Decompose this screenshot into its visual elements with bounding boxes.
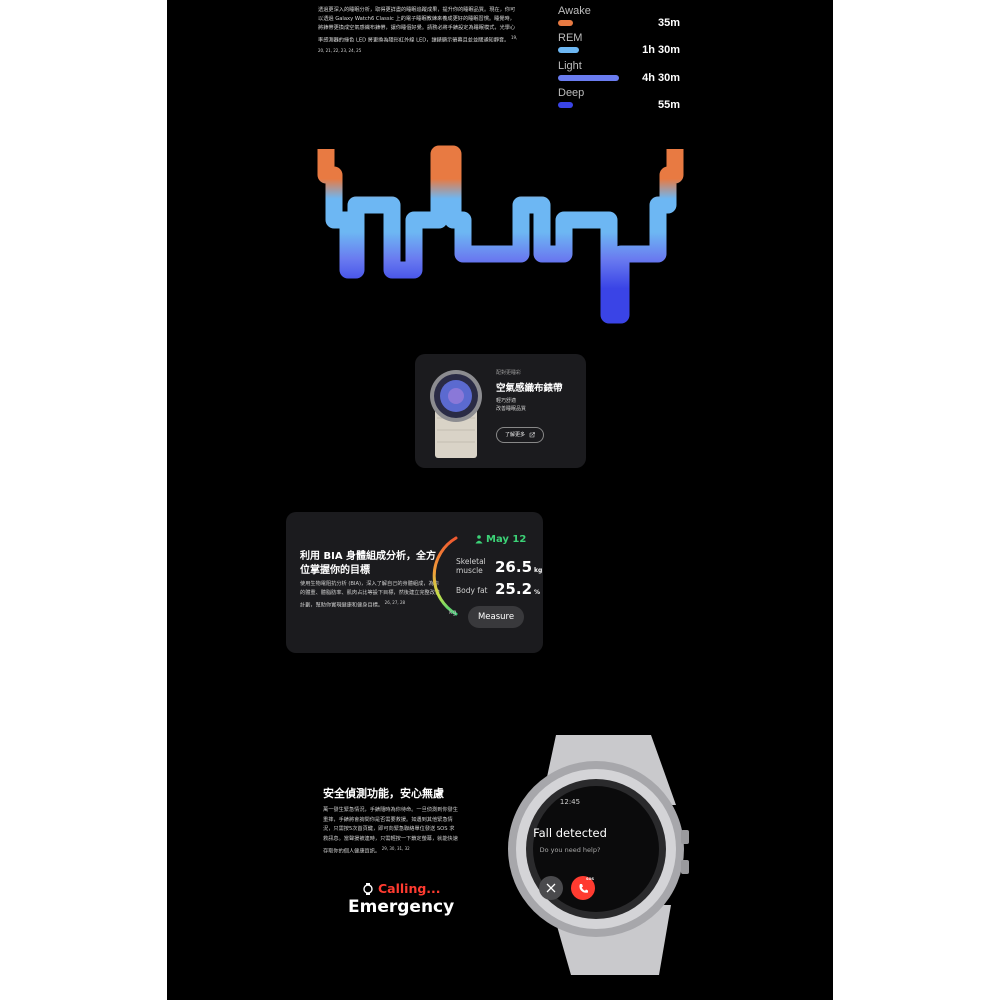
stage-bar: [558, 20, 573, 26]
learn-more-label: 了解更多: [505, 432, 526, 438]
watch-time: 12:45: [559, 798, 581, 806]
stage-rem: REM 1h 30m: [558, 32, 680, 56]
stage-bar: [558, 75, 619, 81]
stage-label: Awake: [558, 5, 591, 17]
stage-label: Deep: [558, 87, 585, 99]
measurement-date: May 12: [475, 534, 526, 545]
phone-icon: [578, 883, 588, 893]
stage-light: Light 4h 30m: [558, 60, 680, 84]
measure-button[interactable]: Measure: [468, 606, 524, 628]
metric-label-line: Body fat: [456, 586, 488, 595]
skeletal-muscle-label: Skeletal muscle: [456, 557, 486, 575]
sleep-footnotes: 19, 20, 21, 22, 23, 24, 25: [318, 35, 518, 53]
metric-value: 25.2: [495, 580, 533, 598]
stage-bar: [558, 102, 573, 108]
stage-deep: Deep 55m: [558, 87, 680, 111]
safety-footnotes: 29, 30, 31, 32: [381, 846, 410, 851]
sos-tag: SOS: [585, 877, 594, 881]
bia-title: 利用 BIA 身體組成分析，全方位掌握你的目標: [300, 551, 437, 576]
body-fat-label: Body fat: [456, 586, 488, 595]
safety-description-text: 萬一發生緊急情況，手錶隨時為你待命。一旦偵測到你發生重摔，手錶將會詢問你是否需要…: [323, 807, 458, 855]
sos-call-button[interactable]: SOS: [571, 876, 595, 900]
external-link-icon: [529, 432, 535, 438]
stage-label: REM: [558, 32, 583, 44]
card-subtitle: 輕巧舒適 改善睡眠品質: [496, 397, 576, 413]
bia-description: 使用生物電阻抗分析 (BIA)，深入了解自己的身體組成，為你的體重、體脂肪率、肌…: [300, 580, 442, 611]
arc-unit: kg: [449, 609, 457, 616]
stage-duration: 4h 30m: [642, 72, 680, 84]
product-page: 透過更深入的睡眠分析，取得更詳盡的睡眠追蹤成果，提升你的睡眠品質。現在，你可以透…: [167, 0, 833, 1000]
stage-label: Light: [558, 60, 582, 72]
safety-description: 萬一發生緊急情況，手錶隨時為你待命。一旦偵測到你發生重摔，手錶將會詢問你是否需要…: [323, 806, 459, 857]
hypnogram-line: [317, 145, 684, 324]
sleep-description-text: 透過更深入的睡眠分析，取得更詳盡的睡眠追蹤成果，提升你的睡眠品質。現在，你可以透…: [318, 7, 516, 44]
body-fat-value: 25.2%: [495, 580, 540, 598]
sleep-description: 透過更深入的睡眠分析，取得更詳盡的睡眠追蹤成果，提升你的睡眠品質。現在，你可以透…: [318, 6, 518, 58]
dismiss-button[interactable]: [539, 876, 563, 900]
calling-text: Calling...: [378, 881, 441, 896]
measurement-date-text: May 12: [486, 534, 527, 545]
bia-description-text: 使用生物電阻抗分析 (BIA)，深入了解自己的身體組成，為你的體重、體脂肪率、肌…: [300, 581, 441, 609]
stage-duration: 55m: [657, 99, 680, 111]
card-subtitle-line: 改善睡眠品質: [496, 406, 527, 412]
card-subtitle-line: 輕巧舒適: [496, 398, 517, 404]
sleep-hypnogram: [317, 145, 684, 324]
stage-duration: 35m: [657, 17, 680, 29]
fall-detected-title: Fall detected: [533, 826, 607, 840]
galaxy-watch-image: [508, 735, 689, 975]
close-icon: [546, 883, 556, 893]
help-question: Do you need help?: [539, 846, 601, 854]
metric-label-line: Skeletal: [456, 557, 486, 566]
metric-value: 26.5: [495, 558, 533, 576]
watch-icon: [363, 882, 373, 895]
card-kicker: 配對更睡彩: [496, 370, 522, 376]
metric-unit: kg: [534, 567, 543, 574]
stage-bar: [558, 47, 579, 53]
body-composition-arc: [432, 536, 458, 616]
card-title: 空氣感織布錶帶: [496, 383, 563, 394]
person-icon: [475, 535, 483, 544]
bia-card: 利用 BIA 身體組成分析，全方位掌握你的目標 使用生物電阻抗分析 (BIA)，…: [286, 512, 543, 653]
metric-label-line: muscle: [456, 566, 483, 575]
calling-indicator: Calling...: [363, 881, 441, 896]
emergency-text: Emergency: [348, 897, 455, 917]
bia-footnotes: 26, 27, 28: [384, 600, 406, 605]
stage-duration: 1h 30m: [642, 44, 680, 56]
learn-more-button[interactable]: 了解更多: [496, 427, 545, 443]
stage-awake: Awake 35m: [558, 5, 680, 29]
watch-screen: 12:45 Fall detected Do you need help? SO…: [512, 788, 670, 914]
metric-unit: %: [534, 589, 541, 596]
safety-title: 安全偵測功能，安心無慮: [323, 787, 444, 800]
strap-card[interactable]: 配對更睡彩 空氣感織布錶帶 輕巧舒適 改善睡眠品質 了解更多: [415, 354, 586, 468]
fabric-strap-watch-image: [430, 370, 482, 458]
